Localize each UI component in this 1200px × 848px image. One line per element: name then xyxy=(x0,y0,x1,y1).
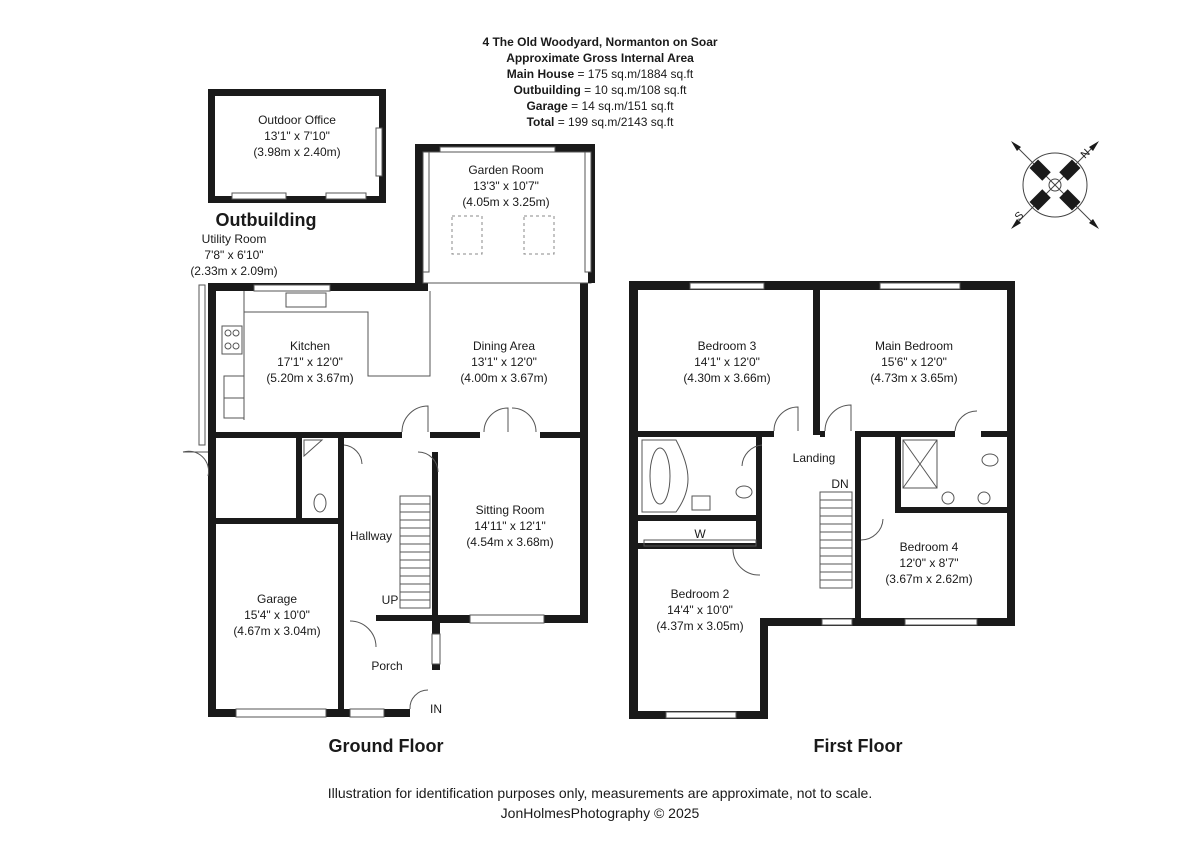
room-metric-dining-area: (4.00m x 3.67m) xyxy=(460,371,547,385)
room-metric-bedroom-4: (3.67m x 2.62m) xyxy=(885,572,972,586)
first-floor-section-label: First Floor xyxy=(814,736,903,756)
room-size-utility-room: 7'8" x 6'10" xyxy=(204,248,263,262)
room-name-bedroom-3: Bedroom 3 xyxy=(698,339,757,353)
room-metric-utility-room: (2.33m x 2.09m) xyxy=(190,264,277,278)
ground-floor-plan: Utility Room 7'8" x 6'10" (2.33m x 2.09m… xyxy=(182,144,595,718)
room-size-outdoor-office: 13'1" x 7'10" xyxy=(264,129,330,143)
first-floor-plan: Bedroom 3 14'1" x 12'0" (4.30m x 3.66m) … xyxy=(629,281,1015,719)
ground-stairs xyxy=(399,495,431,609)
room-name-sitting-room: Sitting Room xyxy=(476,503,545,517)
room-size-dining-area: 13'1" x 12'0" xyxy=(471,355,537,369)
room-name-garden-room: Garden Room xyxy=(468,163,543,177)
room-size-bedroom-3: 14'1" x 12'0" xyxy=(694,355,760,369)
total-area: Total = 199 sq.m/2143 sq.ft xyxy=(527,115,675,129)
room-name-bedroom-4: Bedroom 4 xyxy=(900,540,959,554)
room-name-landing: Landing xyxy=(793,451,836,465)
area-header: 4 The Old Woodyard, Normanton on Soar Ap… xyxy=(482,35,717,129)
compass-icon: N S xyxy=(1011,141,1099,229)
room-metric-garden-room: (4.05m x 3.25m) xyxy=(462,195,549,209)
area-title: Approximate Gross Internal Area xyxy=(506,51,694,65)
wardrobe-marker: W xyxy=(694,527,706,541)
room-metric-main-bedroom: (4.73m x 3.65m) xyxy=(870,371,957,385)
address-title: 4 The Old Woodyard, Normanton on Soar xyxy=(482,35,717,49)
room-size-main-bedroom: 15'6" x 12'0" xyxy=(881,355,947,369)
garage-area: Garage = 14 sq.m/151 sq.ft xyxy=(526,99,674,113)
stairs-up-marker: UP xyxy=(382,593,399,607)
disclaimer-text: Illustration for identification purposes… xyxy=(328,785,872,801)
room-size-bedroom-4: 12'0" x 8'7" xyxy=(899,556,958,570)
room-size-garage: 15'4" x 10'0" xyxy=(244,608,310,622)
room-name-kitchen: Kitchen xyxy=(290,339,330,353)
room-size-bedroom-2: 14'4" x 10'0" xyxy=(667,603,733,617)
room-name-bedroom-2: Bedroom 2 xyxy=(671,587,730,601)
outbuilding-section-label: Outbuilding xyxy=(216,210,317,230)
room-size-garden-room: 13'3" x 10'7" xyxy=(473,179,539,193)
room-size-sitting-room: 14'11" x 12'1" xyxy=(474,519,546,533)
stairs-down-marker: DN xyxy=(831,477,848,491)
entrance-in-marker: IN xyxy=(430,702,442,716)
room-name-dining-area: Dining Area xyxy=(473,339,535,353)
first-floor-stairs xyxy=(819,491,853,589)
room-name-outdoor-office: Outdoor Office xyxy=(258,113,336,127)
room-metric-bedroom-3: (4.30m x 3.66m) xyxy=(683,371,770,385)
room-metric-outdoor-office: (3.98m x 2.40m) xyxy=(253,145,340,159)
outbuilding-area: Outbuilding = 10 sq.m/108 sq.ft xyxy=(513,83,687,97)
copyright-credit: JonHolmesPhotography © 2025 xyxy=(501,805,700,821)
room-metric-kitchen: (5.20m x 3.67m) xyxy=(266,371,353,385)
room-name-garage: Garage xyxy=(257,592,297,606)
room-name-porch: Porch xyxy=(371,659,402,673)
ground-floor-section-label: Ground Floor xyxy=(329,736,444,756)
room-name-hallway: Hallway xyxy=(350,529,392,543)
main-house-area: Main House = 175 sq.m/1884 sq.ft xyxy=(507,67,694,81)
room-metric-garage: (4.67m x 3.04m) xyxy=(233,624,320,638)
room-metric-sitting-room: (4.54m x 3.68m) xyxy=(466,535,553,549)
room-size-kitchen: 17'1" x 12'0" xyxy=(277,355,343,369)
room-name-main-bedroom: Main Bedroom xyxy=(875,339,953,353)
compass-south: S xyxy=(1013,209,1027,223)
outbuilding-plan: Outdoor Office 13'1" x 7'10" (3.98m x 2.… xyxy=(208,89,386,203)
room-name-utility-room: Utility Room xyxy=(202,232,267,246)
room-metric-bedroom-2: (4.37m x 3.05m) xyxy=(656,619,743,633)
